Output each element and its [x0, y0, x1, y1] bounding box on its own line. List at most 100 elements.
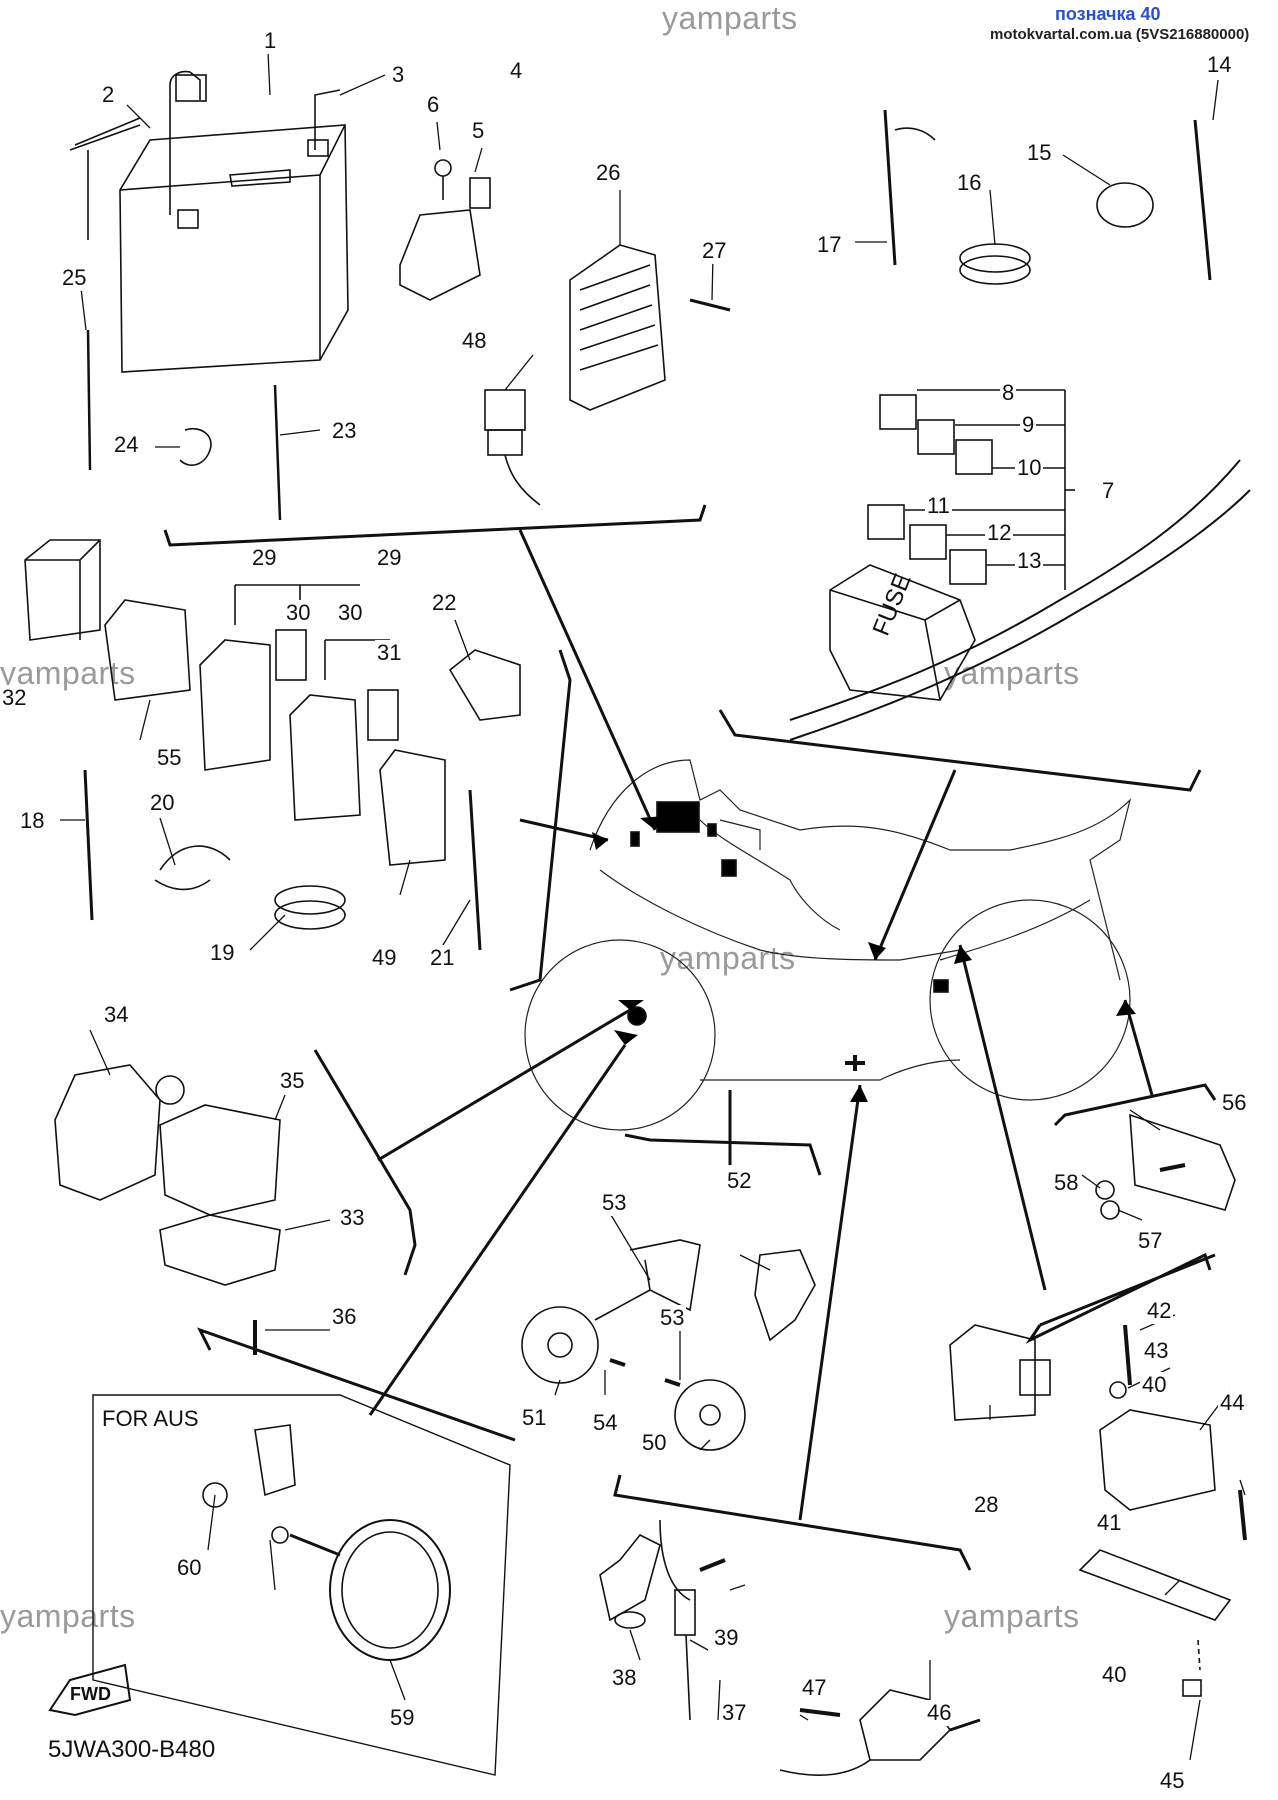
callout-number: 24	[112, 432, 141, 458]
callout-number: 30	[284, 600, 313, 626]
callout-number: 6	[425, 92, 442, 118]
callout-number: 46	[925, 1700, 954, 1726]
callout-number: 36	[330, 1304, 359, 1330]
callout-number: 17	[815, 232, 844, 258]
marker	[845, 1055, 865, 1071]
cable-tie	[86, 329, 92, 471]
relay-unit	[949, 1324, 1051, 1421]
callout-number: 20	[148, 790, 177, 816]
callout-number: 26	[594, 160, 623, 186]
callout-number: 56	[1220, 1090, 1249, 1116]
callout-number: 15	[1025, 140, 1054, 166]
cable-band	[894, 127, 936, 141]
callout-number: 9	[1020, 412, 1037, 438]
callout-number: 45	[1158, 1768, 1187, 1794]
callout-number: 31	[375, 640, 404, 666]
callout-number: 53	[600, 1190, 629, 1216]
fwd-arrow	[48, 1663, 132, 1717]
callout-number: 55	[155, 745, 184, 771]
source-label: motokvartal.com.ua (5VS216880000)	[990, 26, 1250, 43]
band	[959, 255, 1031, 285]
marker	[933, 979, 949, 993]
callout-number: 19	[208, 940, 237, 966]
rectifier-regulator	[569, 244, 731, 411]
sidestand-switch	[599, 1519, 726, 1721]
sensor-bracket	[1078, 1324, 1247, 1697]
battery	[69, 70, 349, 373]
callout-number: 40	[1100, 1662, 1129, 1688]
callout-number: 37	[720, 1700, 749, 1726]
clamp	[448, 649, 521, 721]
motorcycle-outline	[524, 759, 1132, 1131]
clip	[179, 428, 212, 466]
callout-number: 14	[1205, 52, 1234, 78]
callout-number: 7	[1100, 478, 1117, 504]
callout-number: 27	[700, 238, 729, 264]
diagram-title: позначка 40	[1055, 4, 1161, 24]
callout-number: 32	[0, 685, 29, 711]
band	[274, 885, 346, 915]
callout-number: 8	[1000, 380, 1017, 406]
callout-number: 11	[925, 493, 952, 519]
callout-number: 52	[725, 1168, 754, 1194]
callout-number: 12	[985, 520, 1014, 546]
inset-label: FOR AUS	[102, 1406, 199, 1431]
callout-number: 25	[60, 265, 89, 291]
callout-number: 44	[1218, 1390, 1247, 1416]
callout-number: 48	[460, 328, 489, 354]
callout-number: 33	[338, 1205, 367, 1231]
callout-number: 47	[800, 1675, 829, 1701]
cable-tie	[468, 789, 482, 951]
watermark: yamparts	[944, 655, 1080, 691]
callout-number: 23	[330, 418, 359, 444]
clip	[154, 845, 231, 891]
arrows	[592, 816, 1136, 1102]
callout-number: 57	[1136, 1228, 1165, 1254]
cable-tie	[273, 384, 282, 521]
callout-number: 38	[610, 1665, 639, 1691]
neutral-switch	[779, 1689, 981, 1776]
callout-number: 41	[1095, 1510, 1124, 1536]
group-brackets	[163, 504, 1217, 1571]
cable-tie	[83, 769, 94, 921]
marker	[721, 859, 737, 877]
fwd-label: FWD	[70, 1684, 111, 1704]
callout-number: 30	[336, 600, 365, 626]
callout-number: 35	[278, 1068, 307, 1094]
callout-number: 22	[430, 590, 459, 616]
aus-inset	[92, 1394, 511, 1776]
watermark-top: yamparts	[662, 0, 798, 36]
callout-number: 34	[102, 1002, 131, 1028]
fuse-box	[789, 459, 1251, 741]
relays	[24, 539, 446, 866]
starter-relay-cover	[54, 1064, 281, 1355]
watermark: yamparts	[944, 1598, 1080, 1634]
cable-band	[883, 109, 897, 266]
callout-number: 5	[470, 118, 487, 144]
callout-number: 3	[390, 62, 407, 88]
diagram-code: 5JWA300-B480	[48, 1736, 216, 1763]
band	[274, 900, 346, 930]
callout-number: 43	[1142, 1338, 1171, 1364]
band	[1096, 182, 1154, 228]
callout-number: 51	[520, 1405, 549, 1431]
band	[959, 243, 1031, 273]
fuses	[867, 389, 1075, 590]
watermark: yamparts	[660, 940, 796, 976]
callout-number: 1	[262, 28, 279, 54]
callout-number: 59	[388, 1705, 417, 1731]
marker	[630, 831, 640, 847]
callout-number: 10	[1015, 455, 1044, 481]
horns	[521, 1239, 816, 1451]
callout-number: 2	[100, 82, 117, 108]
leader-lines	[60, 51, 1246, 1761]
callout-number: 50	[640, 1430, 669, 1456]
callout-number: 53	[658, 1305, 687, 1331]
marker	[627, 1006, 647, 1026]
callout-number: 58	[1052, 1170, 1081, 1196]
marker	[707, 823, 717, 837]
callout-number: 18	[18, 808, 47, 834]
callout-number: 54	[591, 1410, 620, 1436]
watermark: yamparts	[0, 1598, 136, 1634]
